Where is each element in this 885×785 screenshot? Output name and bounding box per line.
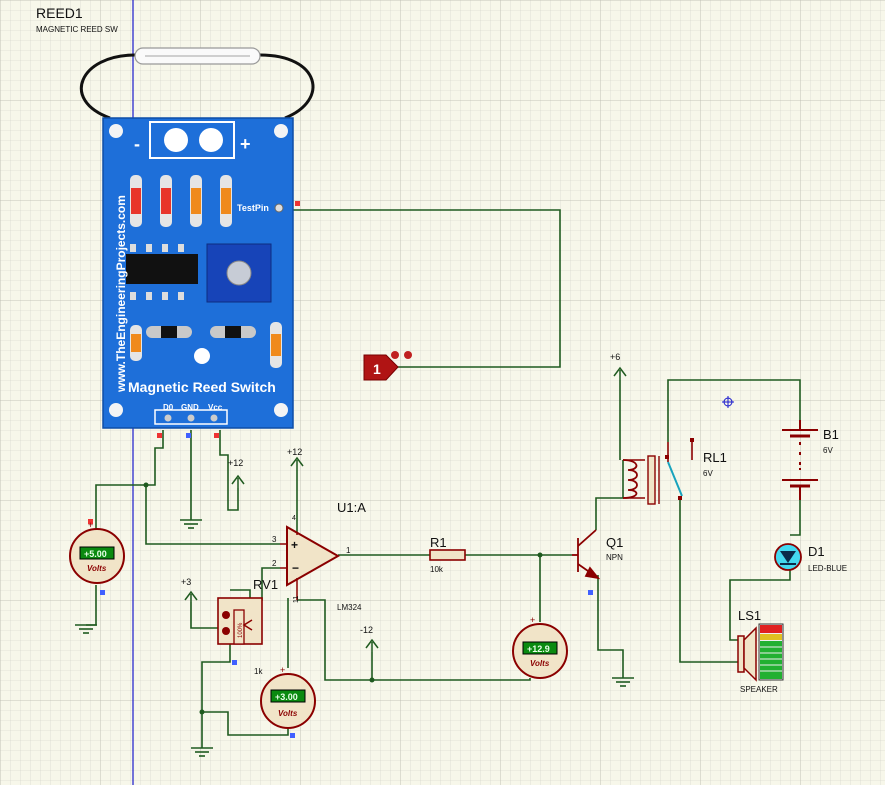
d1-part-label: LED-BLUE [808,564,847,573]
pot-knob [226,260,252,286]
v6-label: +6 [610,352,620,362]
opamp-lm324[interactable]: + − [280,525,341,600]
q1-ref-label: Q1 [606,535,623,550]
opamp-pin4: 4 [292,515,296,522]
minus-sign: - [134,134,140,154]
opamp-pin1: 1 [346,546,351,555]
mount-hole [109,403,123,417]
voltmeter-3[interactable]: +12.9 Volts + [512,615,568,679]
voltmeter-1-reading: +5.00 [84,549,107,559]
mount-hole [274,403,288,417]
d1-ref-label: D1 [808,544,825,559]
pin-d0[interactable] [164,414,172,422]
rv1-percent: 100% [238,622,244,638]
led-pad [194,348,210,364]
plus-sign: + [240,134,251,154]
rl1-ref-label: RL1 [703,450,727,465]
voltmeter-2[interactable]: +3.00 Volts + [260,665,316,729]
voltmeter-2-reading: +3.00 [275,692,298,702]
potentiometer-rv1[interactable]: 100% [217,597,263,645]
vcc12-label-opamp: +12 [287,447,302,457]
voltmeter-3-unit: Volts [530,659,550,668]
reed-switch[interactable] [79,47,315,120]
reed-module-board[interactable]: - + TestPin www.TheEngineeri [102,117,294,429]
ls1-part-label: SPEAKER [740,685,778,694]
ic-chip [126,244,198,300]
brand-text: www.TheEngineeringProjects.com [114,195,128,393]
testpin-pad[interactable] [274,203,284,213]
r1-ref-label: R1 [430,535,447,550]
terminal-hole [164,128,188,152]
pin-label-gnd: GND [181,403,199,412]
pin-gnd[interactable] [187,414,195,422]
rv1-ref-label: RV1 [253,577,278,592]
svg-text:+: + [280,665,285,675]
smd-resistors [130,175,232,227]
battery-b1[interactable] [782,420,818,500]
b1-ref-label: B1 [823,427,839,442]
probe-number: 1 [373,361,381,377]
rv1-value-label: 1k [254,667,263,676]
reed-ref-label: REED1 [36,5,83,21]
q1-part-label: NPN [606,553,623,562]
rl1-value-label: 6V [703,469,713,478]
pin-state-markers [88,201,593,738]
module-title: Magnetic Reed Switch [128,379,276,395]
svg-text:+: + [530,615,535,625]
svg-text:−: − [292,561,299,575]
testpin-label: TestPin [237,203,269,213]
transistor-q1[interactable] [572,529,601,580]
opamp-part-label: LM324 [337,603,362,612]
svg-text:+: + [291,538,298,552]
crosshair-marker [722,396,734,408]
ground-symbols [75,519,634,757]
pin-label-d0: D0 [163,403,174,412]
svg-text:+: + [88,520,93,530]
r1-value-label: 10k [430,565,444,574]
voltmeter-1[interactable]: +5.00 Volts + [69,520,125,584]
junctions [143,482,543,715]
resistor-r1[interactable] [429,549,466,561]
smd-diodes [130,322,282,368]
voltmeter-3-reading: +12.9 [527,644,550,654]
ls1-ref-label: LS1 [738,608,761,623]
voltmeter-2-unit: Volts [278,709,298,718]
v3-label: +3 [181,577,191,587]
speaker-ls1[interactable] [737,623,784,682]
b1-value-label: 6V [823,446,833,455]
pin-vcc[interactable] [210,414,218,422]
terminal-hole [199,128,223,152]
mount-hole [274,124,288,138]
power-arrows [184,366,627,652]
led-d1[interactable] [774,543,802,571]
relay-rl1[interactable] [622,438,694,505]
opamp-ref-label: U1:A [337,500,366,515]
pin-label-vcc: Vcc [208,403,223,412]
opamp-pin3: 3 [272,535,277,544]
vcc12-label-module: +12 [228,458,243,468]
vee-label: -12 [360,625,373,635]
voltmeter-1-unit: Volts [87,564,107,573]
opamp-pin2: 2 [272,559,277,568]
mount-hole [109,124,123,138]
opamp-pin11: 11 [293,596,300,603]
reed-part-label: MAGNETIC REED SW [36,25,118,34]
logic-probe[interactable]: 1 [363,351,412,381]
